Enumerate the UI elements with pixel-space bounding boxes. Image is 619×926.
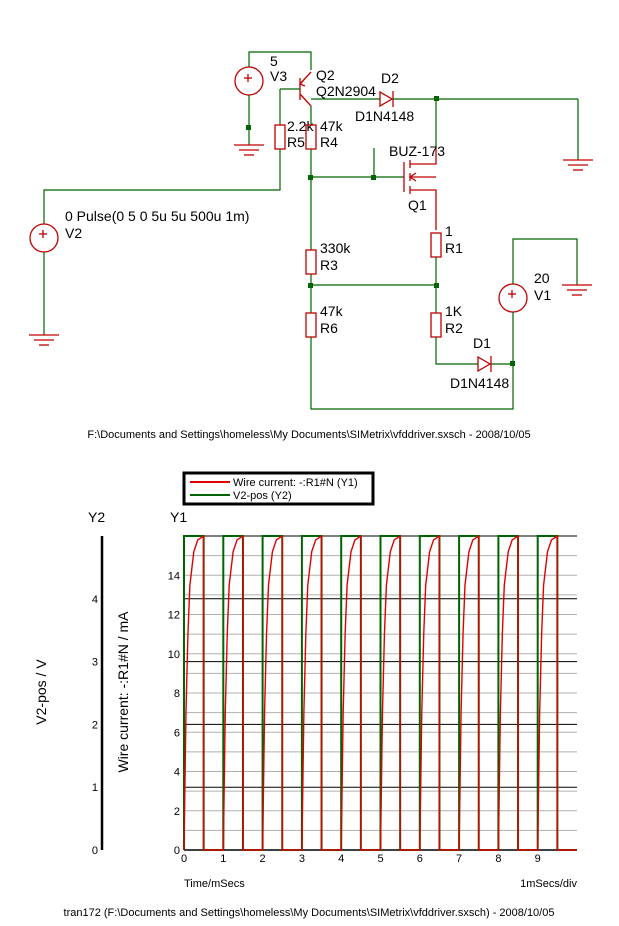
x-tick-label: 4	[338, 853, 344, 865]
y2-tick-label: 0	[92, 845, 98, 857]
r5-resistor-symbol[interactable]	[274, 124, 286, 150]
v2-name: V2	[65, 225, 82, 241]
q2-model: Q2N2904	[316, 83, 376, 99]
r6-name: R6	[320, 320, 338, 336]
waveform-plot: Wire current: -:R1#N (Y1) V2-pos (Y2) Y2…	[33, 471, 577, 919]
x-tick-label: 7	[456, 853, 462, 865]
plot-series	[183, 534, 577, 851]
v3-source-symbol[interactable]	[234, 66, 264, 96]
r2-resistor-symbol[interactable]	[430, 312, 442, 338]
plot-caption: tran172 (F:\Documents and Settings\homel…	[64, 907, 555, 919]
y1-tick-label: 10	[168, 649, 180, 661]
y1-tick-label: 8	[174, 688, 180, 700]
y1-tick-label: 12	[168, 610, 180, 622]
y2-tick-label: 2	[92, 719, 98, 731]
r2-value: 1K	[445, 303, 463, 319]
d2-name: D2	[381, 70, 399, 86]
y2-tick-label: 3	[92, 657, 98, 669]
r3-name: R3	[320, 257, 338, 273]
v1-value: 20	[534, 270, 550, 286]
x-tick-label: 2	[260, 853, 266, 865]
y1-tick-labels: 0 2 4 6 8 10 12 14	[168, 570, 180, 857]
y1-header: Y1	[170, 509, 187, 525]
x-tick-label: 0	[181, 853, 187, 865]
r6-resistor-symbol[interactable]	[305, 312, 317, 338]
circuit-schematic: 5 V3 Q2 Q2N2904 D2 D1N4148 2.2k R5	[29, 51, 593, 441]
ground-symbol-v1	[562, 284, 592, 296]
y1-tick-label: 2	[174, 806, 180, 818]
r1-value: 1	[445, 223, 453, 239]
legend-label-current: Wire current: -:R1#N (Y1)	[233, 477, 358, 489]
y1-tick-label: 4	[174, 767, 180, 779]
x-axis-label: Time/mSecs	[184, 878, 245, 890]
v3-name: V3	[270, 68, 287, 84]
d1-diode-symbol[interactable]	[477, 355, 492, 373]
x-tick-label: 6	[417, 853, 423, 865]
legend-label-voltage: V2-pos (Y2)	[233, 490, 292, 502]
y1-axis-label: Wire current: -:R1#N / mA	[115, 611, 131, 773]
x-tick-label: 5	[377, 853, 383, 865]
x-tick-label: 9	[535, 853, 541, 865]
d1-name: D1	[473, 335, 491, 351]
q2-transistor-symbol[interactable]	[298, 71, 312, 107]
ground-symbol-right-top	[563, 159, 593, 171]
r3-resistor-symbol[interactable]	[305, 249, 317, 275]
q1-name: Q1	[408, 197, 427, 213]
y2-axis-label: V2-pos / V	[33, 659, 49, 725]
y1-tick-label: 6	[174, 727, 180, 739]
x-tick-labels: 0 1 2 3 4 5 6 7 8 9	[181, 853, 541, 865]
y2-tick-label: 1	[92, 782, 98, 794]
y1-tick-label: 14	[168, 570, 180, 582]
schematic-caption: F:\Documents and Settings\homeless\My Do…	[87, 429, 530, 441]
r5-name: R5	[287, 134, 305, 150]
r2-name: R2	[445, 320, 463, 336]
x-tick-label: 3	[299, 853, 305, 865]
r1-resistor-symbol[interactable]	[430, 232, 442, 258]
r1-name: R1	[445, 240, 463, 256]
q1-mosfet-symbol[interactable]	[403, 148, 437, 230]
v2-value: 0 Pulse(0 5 0 5u 5u 500u 1m)	[65, 208, 249, 224]
q1-model: BUZ-173	[389, 143, 445, 159]
d2-model: D1N4148	[355, 108, 414, 124]
v1-source-symbol[interactable]	[498, 283, 528, 313]
r4-value: 47k	[320, 118, 344, 134]
wire-current-series	[183, 534, 577, 851]
v1-name: V1	[534, 287, 551, 303]
d2-diode-symbol[interactable]	[379, 90, 394, 108]
plot-legend[interactable]: Wire current: -:R1#N (Y1) V2-pos (Y2)	[182, 471, 375, 506]
v2-source-symbol[interactable]	[29, 223, 59, 253]
ground-symbol-v2	[29, 334, 59, 346]
v3-value: 5	[270, 53, 278, 69]
r5-value: 2.2k	[287, 118, 314, 134]
x-div-label: 1mSecs/div	[520, 878, 577, 890]
y2-tick-label: 4	[92, 594, 98, 606]
r6-value: 47k	[320, 303, 344, 319]
y2-header: Y2	[88, 509, 105, 525]
d1-model: D1N4148	[450, 375, 509, 391]
q2-name: Q2	[316, 67, 335, 83]
x-tick-label: 1	[220, 853, 226, 865]
y2-tick-labels: 0 1 2 3 4	[92, 594, 98, 857]
x-tick-label: 8	[495, 853, 501, 865]
ground-symbol-v3	[234, 144, 264, 156]
r4-name: R4	[320, 134, 338, 150]
y1-tick-label: 0	[174, 845, 180, 857]
r3-value: 330k	[320, 240, 351, 256]
